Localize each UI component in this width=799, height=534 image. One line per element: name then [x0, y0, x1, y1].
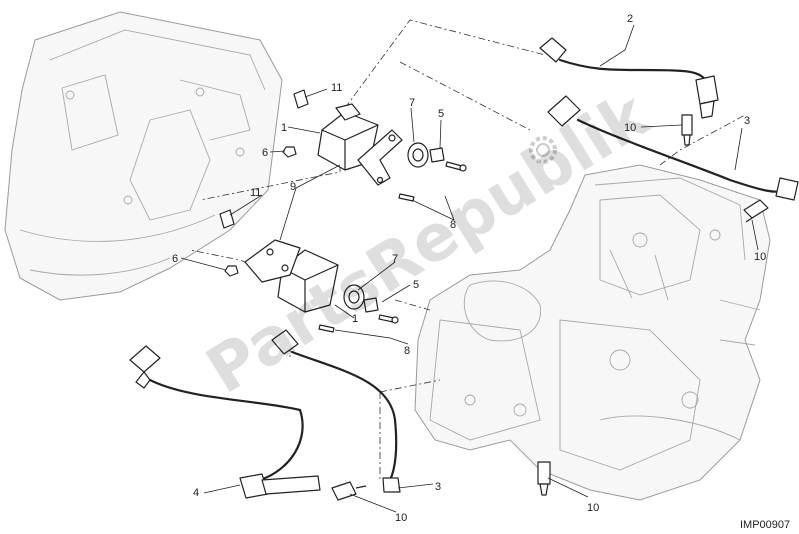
screw-upper-b	[398, 193, 415, 202]
callout-3: 3	[744, 115, 750, 127]
callout-11: 11	[250, 187, 261, 199]
ht-cable-2	[539, 37, 719, 119]
callout-10: 10	[587, 502, 599, 514]
ht-cable-4	[129, 345, 321, 499]
callout-3: 3	[435, 481, 441, 493]
callout-1: 1	[352, 313, 358, 325]
ht-cable-3-lower	[271, 329, 401, 493]
callout-labels: 1 1 2 3 3 4 5 5 6 6 7 7 8 8 9 10 10 10 1…	[172, 13, 766, 524]
spark-plug-right	[743, 199, 769, 223]
callout-10: 10	[754, 251, 766, 263]
ht-cable-3	[547, 95, 799, 201]
leader-lines	[180, 24, 759, 513]
diagram-code: IMP00907	[740, 519, 790, 531]
callout-10: 10	[395, 512, 407, 524]
spark-plug-bottom-right	[537, 461, 551, 496]
engine-ghost	[414, 164, 771, 501]
callout-2: 2	[627, 13, 633, 25]
nut-lower	[224, 265, 239, 277]
callout-10: 10	[624, 122, 636, 134]
spark-plug-bottom-left	[331, 481, 367, 501]
callout-6: 6	[172, 253, 178, 265]
callout-4: 4	[193, 487, 199, 499]
grommet-lower	[343, 284, 365, 310]
screw-upper	[445, 161, 467, 172]
spacer-upper	[429, 147, 445, 163]
callout-7: 7	[392, 253, 398, 265]
clip-upper	[293, 89, 309, 109]
callout-9: 9	[290, 181, 296, 193]
spacer-lower	[363, 297, 379, 313]
nut-upper	[282, 146, 297, 158]
callout-8: 8	[450, 219, 456, 231]
callout-5: 5	[413, 279, 419, 291]
callout-5: 5	[438, 108, 444, 120]
screw-lower	[378, 314, 399, 324]
screw-lower-b	[318, 324, 335, 333]
coil-bracket-upper	[357, 129, 403, 186]
grommet-upper	[407, 142, 429, 168]
callout-6: 6	[262, 147, 268, 159]
callout-7: 7	[409, 97, 415, 109]
callout-8: 8	[404, 345, 410, 357]
spark-plug-top	[681, 114, 693, 146]
gear-icon	[529, 136, 557, 164]
airbox-ghost	[4, 11, 283, 301]
callout-11: 11	[331, 82, 342, 94]
coil-bracket-lower	[244, 239, 301, 283]
callout-1: 1	[281, 122, 287, 134]
